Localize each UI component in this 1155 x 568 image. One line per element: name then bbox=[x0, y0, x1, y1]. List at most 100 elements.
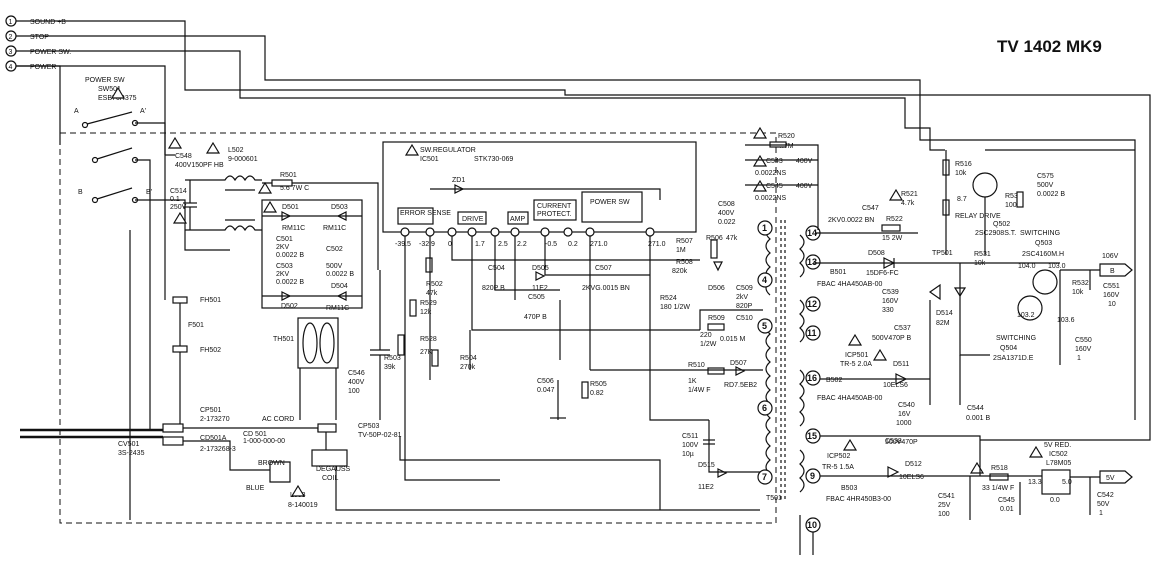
svg-text:11E2: 11E2 bbox=[698, 484, 714, 491]
capacitor-c545: C545 400V 0.0022NS bbox=[752, 179, 813, 202]
svg-text:C507: C507 bbox=[595, 265, 612, 272]
svg-text:160V: 160V bbox=[1075, 346, 1092, 353]
svg-text:ZD1: ZD1 bbox=[452, 177, 465, 184]
svg-text:0.0022NS: 0.0022NS bbox=[755, 170, 786, 177]
capacitor-c551: C551 160V 10 bbox=[1103, 283, 1120, 308]
svg-text:D507: D507 bbox=[730, 360, 747, 367]
svg-text:DEGAUSS: DEGAUSS bbox=[316, 466, 351, 473]
svg-text:7: 7 bbox=[762, 472, 767, 482]
svg-text:100: 100 bbox=[938, 511, 950, 518]
svg-text:BROWN: BROWN bbox=[258, 460, 285, 467]
svg-text:R522: R522 bbox=[886, 216, 903, 223]
svg-text:0: 0 bbox=[448, 241, 452, 248]
svg-text:104.0: 104.0 bbox=[1018, 263, 1036, 270]
svg-text:C510: C510 bbox=[736, 315, 753, 322]
svg-text:2: 2 bbox=[9, 34, 13, 41]
svg-text:0.82: 0.82 bbox=[590, 390, 604, 397]
connector-stop: 2 STOP bbox=[5, 30, 49, 42]
degauss-coil: DEGAUSS COIL L503 8-140019 CP503 TV-50P-… bbox=[288, 423, 760, 511]
svg-text:103.2: 103.2 bbox=[1017, 312, 1035, 319]
svg-text:AC CORD: AC CORD bbox=[262, 416, 294, 423]
svg-text:C503: C503 bbox=[276, 263, 293, 270]
svg-text:47k: 47k bbox=[426, 290, 438, 297]
svg-text:0.022: 0.022 bbox=[718, 219, 736, 226]
resistor-r503: R503 39k bbox=[384, 334, 405, 371]
svg-text:FBAC 4HR450B3-00: FBAC 4HR450B3-00 bbox=[826, 496, 891, 503]
svg-text:-0.5: -0.5 bbox=[545, 241, 557, 248]
svg-text:400V: 400V bbox=[718, 210, 735, 217]
svg-text:0.1: 0.1 bbox=[170, 196, 180, 203]
capacitor-c543: C543 400V 0.0022NS bbox=[752, 154, 813, 177]
resistor-r528: R528 27K bbox=[420, 336, 439, 367]
svg-text:11E2: 11E2 bbox=[532, 285, 548, 292]
svg-text:D515: D515 bbox=[698, 462, 715, 469]
bead-b502: B502 FBAC 4HA450AB-00 bbox=[817, 377, 882, 402]
svg-text:0.0022 B: 0.0022 B bbox=[326, 271, 354, 278]
svg-text:0.0022 B: 0.0022 B bbox=[276, 252, 304, 259]
schematic-title: TV 1402 MK9 bbox=[997, 37, 1102, 56]
svg-text:FH502: FH502 bbox=[200, 347, 221, 354]
svg-text:-32.9: -32.9 bbox=[419, 241, 435, 248]
warning-icon bbox=[847, 333, 863, 346]
svg-text:1K: 1K bbox=[688, 378, 697, 385]
svg-text:C545: C545 bbox=[766, 183, 783, 190]
svg-text:500V470P B: 500V470P B bbox=[872, 335, 912, 342]
svg-text:2.5: 2.5 bbox=[498, 241, 508, 248]
warning-icon bbox=[872, 348, 888, 361]
svg-text:C546: C546 bbox=[348, 370, 365, 377]
svg-text:106V: 106V bbox=[1102, 253, 1119, 260]
capacitor-c514: C514 0.1 250V bbox=[170, 180, 197, 230]
ac-cord: CP501 2-173270 CV501 3S-2435 AC CORD CD … bbox=[20, 407, 319, 492]
svg-text:1000: 1000 bbox=[896, 420, 912, 427]
svg-text:ICP501: ICP501 bbox=[845, 352, 868, 359]
resistor-r504: R504 270k bbox=[460, 355, 477, 371]
connector-bus bbox=[16, 20, 1151, 441]
svg-text:Q504: Q504 bbox=[1000, 345, 1017, 352]
svg-text:B: B bbox=[1110, 268, 1115, 275]
svg-text:10k: 10k bbox=[955, 170, 967, 177]
svg-text:820P B: 820P B bbox=[482, 285, 505, 292]
svg-text:L78M05: L78M05 bbox=[1046, 460, 1071, 467]
error-sense-block bbox=[397, 207, 434, 225]
current-protect-block bbox=[533, 199, 577, 221]
svg-text:C575: C575 bbox=[1037, 173, 1054, 180]
icp502: ICP502 TR-5 1.5A bbox=[822, 438, 858, 471]
svg-text:R518: R518 bbox=[991, 465, 1008, 472]
svg-text:6: 6 bbox=[762, 403, 767, 413]
svg-text:100V: 100V bbox=[682, 442, 699, 449]
svg-text:C538: C538 bbox=[885, 438, 902, 445]
svg-text:100k: 100k bbox=[1005, 202, 1021, 209]
svg-text:TP501: TP501 bbox=[932, 250, 953, 257]
svg-text:B': B' bbox=[146, 189, 152, 196]
svg-text:IC502: IC502 bbox=[1049, 451, 1068, 458]
capacitor-c506: C506 0.047 bbox=[537, 378, 566, 420]
svg-text:2kV: 2kV bbox=[736, 294, 748, 301]
svg-text:15 2W: 15 2W bbox=[882, 235, 903, 242]
svg-text:1/4W F: 1/4W F bbox=[688, 387, 711, 394]
svg-text:-39.5: -39.5 bbox=[395, 241, 411, 248]
amp-block bbox=[507, 211, 529, 225]
capacitor-c508: C508 400V 0.022 bbox=[718, 201, 736, 226]
svg-text:TR-5 2.0A: TR-5 2.0A bbox=[840, 361, 872, 368]
svg-text:R505: R505 bbox=[590, 381, 607, 388]
svg-text:A': A' bbox=[140, 108, 146, 115]
svg-text:0.01: 0.01 bbox=[1000, 506, 1014, 513]
svg-text:33 1/4W F: 33 1/4W F bbox=[982, 485, 1014, 492]
svg-text:R503: R503 bbox=[384, 355, 401, 362]
svg-text:0.0: 0.0 bbox=[1050, 497, 1060, 504]
svg-text:B502: B502 bbox=[826, 377, 842, 384]
svg-text:2KVG.0015 BN: 2KVG.0015 BN bbox=[582, 285, 630, 292]
svg-text:C551: C551 bbox=[1103, 283, 1120, 290]
warning-icon bbox=[752, 179, 768, 192]
svg-text:A: A bbox=[74, 108, 79, 115]
svg-text:271.0: 271.0 bbox=[648, 241, 666, 248]
svg-text:R521: R521 bbox=[901, 191, 918, 198]
resistor-r509: R509 220 1/2W bbox=[700, 315, 725, 348]
svg-text:103.6: 103.6 bbox=[1057, 317, 1075, 324]
capacitor-c509: C509 2kV 820P bbox=[736, 285, 753, 310]
svg-text:4: 4 bbox=[762, 275, 767, 285]
svg-text:2KV: 2KV bbox=[276, 271, 290, 278]
svg-text:B501: B501 bbox=[830, 269, 846, 276]
svg-text:2.2: 2.2 bbox=[517, 241, 527, 248]
tp501: TP501 bbox=[928, 250, 953, 301]
